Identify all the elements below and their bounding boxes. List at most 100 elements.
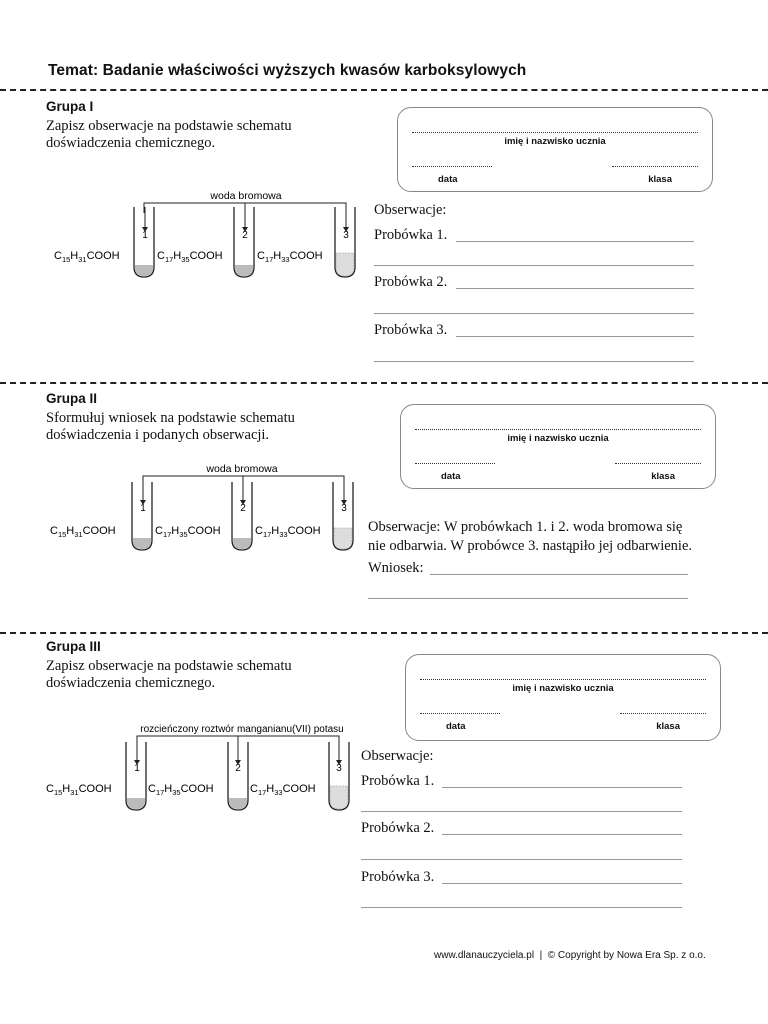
- student-name-field[interactable]: [415, 415, 701, 430]
- experiment-diagram: rozcieńczony roztwór manganianu(VII) pot…: [46, 724, 350, 811]
- tube-sediment: [229, 798, 247, 809]
- class-field[interactable]: [615, 453, 701, 464]
- instruction-line: Sformułuj wniosek na podstawie schematu: [46, 410, 295, 426]
- experiment-diagram: woda bromowa 1 2 3 C15H31COOH C17H35COOH…: [50, 463, 354, 551]
- test-tube-3: [332, 482, 354, 551]
- answer-line[interactable]: [430, 574, 688, 575]
- answer-line[interactable]: [361, 859, 682, 860]
- acid-formula-1: C15H31COOH: [46, 783, 112, 797]
- tube-sediment: [235, 265, 253, 276]
- test-tube-3: [328, 742, 350, 811]
- student-card: imię i nazwisko ucznia data klasa: [405, 654, 721, 741]
- arrow-head: [341, 500, 347, 505]
- arrow-head: [140, 500, 146, 505]
- tube-number-3: 3: [341, 503, 347, 514]
- tube-liquid: [333, 527, 353, 550]
- tube-number-3: 3: [343, 230, 349, 241]
- acid-formula-2: C17H35COOH: [155, 525, 221, 539]
- answer-line[interactable]: [456, 288, 694, 289]
- test-tube-3: [334, 207, 356, 278]
- arrow-head: [134, 760, 140, 765]
- answer-line[interactable]: [442, 834, 682, 835]
- reagent-label: rozcieńczony roztwór manganianu(VII) pot…: [140, 724, 343, 735]
- acid-formula-3: C17H33COOH: [257, 250, 323, 264]
- answer-line[interactable]: [456, 241, 694, 242]
- date-field[interactable]: [415, 453, 495, 464]
- arrow-head: [240, 500, 246, 505]
- class-field[interactable]: [612, 156, 698, 167]
- group2-heading: Grupa II: [46, 391, 98, 406]
- answer-line[interactable]: [374, 313, 694, 314]
- test-tube-2: [227, 742, 249, 811]
- answer-line[interactable]: [442, 787, 682, 788]
- tube-row-label: Probówka 1.: [361, 773, 435, 789]
- observations-label: Obserwacje:: [361, 748, 434, 764]
- answer-line[interactable]: [368, 598, 688, 599]
- acid-formula-2: C17H35COOH: [157, 250, 223, 264]
- tube-row-label: Probówka 3.: [374, 322, 448, 338]
- tube-sediment: [127, 798, 145, 809]
- student-name-field[interactable]: [420, 665, 706, 680]
- test-tube-2: [233, 207, 255, 278]
- tube-number-1: 1: [134, 763, 140, 774]
- acid-formula-1: C15H31COOH: [54, 250, 120, 264]
- arrow-head: [336, 760, 342, 765]
- observations-label: Obserwacje:: [374, 202, 447, 218]
- reagent-label: woda bromowa: [205, 463, 277, 475]
- answer-line[interactable]: [374, 361, 694, 362]
- group3-instruction: Zapisz obserwacje na podstawie schematu …: [46, 658, 346, 692]
- tube-row-label: Probówka 2.: [361, 820, 435, 836]
- test-tube-1: [131, 482, 153, 551]
- answer-line[interactable]: [456, 336, 694, 337]
- acid-formula-3: C17H33COOH: [250, 783, 316, 797]
- instruction-line: Zapisz obserwacje na podstawie schematu: [46, 658, 292, 674]
- cut-line: [0, 632, 768, 634]
- answer-line[interactable]: [361, 907, 682, 908]
- student-name-field[interactable]: [412, 118, 698, 133]
- test-tube-1: [133, 207, 155, 278]
- conclusion-label: Wniosek:: [368, 560, 424, 576]
- tube-liquid: [329, 785, 349, 810]
- answer-line[interactable]: [361, 811, 682, 812]
- tube-row-label: Probówka 3.: [361, 869, 435, 885]
- student-name-label: imię i nazwisko ucznia: [504, 136, 606, 147]
- observation-line: nie odbarwia. W probówce 3. nastąpiło je…: [368, 538, 693, 554]
- tube-number-3: 3: [336, 763, 342, 774]
- group3-heading: Grupa III: [46, 639, 101, 654]
- tube-sediment: [135, 265, 153, 276]
- instruction-line: doświadczenia chemicznego.: [46, 135, 216, 151]
- given-observations: Obserwacje: W probówkach 1. i 2. woda br…: [368, 518, 758, 556]
- tube-number-2: 2: [235, 763, 241, 774]
- class-field[interactable]: [620, 703, 706, 714]
- group1-heading: Grupa I: [46, 99, 94, 114]
- tube-row-label: Probówka 2.: [374, 274, 448, 290]
- tube-number-2: 2: [240, 503, 246, 514]
- copyright-footer: www.dlanauczyciela.pl | © Copyright by N…: [434, 950, 706, 961]
- acid-formula-2: C17H35COOH: [148, 783, 214, 797]
- date-field[interactable]: [420, 703, 500, 714]
- tube-sediment: [133, 538, 151, 549]
- student-name-label: imię i nazwisko ucznia: [512, 683, 614, 694]
- tube-sediment: [233, 538, 251, 549]
- answer-line[interactable]: [442, 883, 682, 884]
- acid-formula-1: C15H31COOH: [50, 525, 116, 539]
- experiment-diagram: woda bromowa 1 2 3 C15H31COOH C17H35COOH…: [54, 190, 356, 278]
- cut-line: [0, 89, 768, 91]
- acid-formula-3: C17H33COOH: [255, 525, 321, 539]
- tube-liquid: [335, 252, 355, 277]
- arrow-head: [235, 760, 241, 765]
- student-card: imię i nazwisko ucznia data klasa: [400, 404, 716, 489]
- tube-row-label: Probówka 1.: [374, 227, 448, 243]
- class-label: klasa: [648, 174, 672, 185]
- cut-line: [0, 382, 768, 384]
- observation-line: Obserwacje: W probówkach 1. i 2. woda br…: [368, 519, 683, 535]
- arrow-head: [343, 227, 349, 232]
- answer-line[interactable]: [374, 265, 694, 266]
- arrow-head: [142, 227, 148, 232]
- student-card: imię i nazwisko ucznia data klasa: [397, 107, 713, 192]
- group2-instruction: Sformułuj wniosek na podstawie schematu …: [46, 410, 346, 444]
- tube-number-1: 1: [142, 230, 148, 241]
- student-name-label: imię i nazwisko ucznia: [507, 433, 609, 444]
- test-tube-1: [125, 742, 147, 811]
- date-field[interactable]: [412, 156, 492, 167]
